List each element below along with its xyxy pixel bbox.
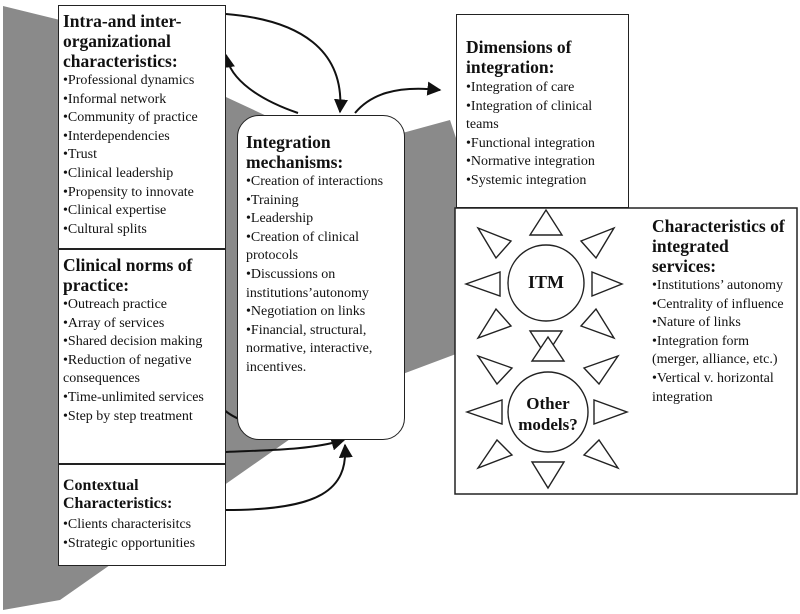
dimensions-item: •Integration of clinical teams: [466, 98, 593, 133]
clinical-norms-title: Clinical norms of practice:: [63, 255, 193, 295]
clinical-norms-item: •Step by step treatment: [63, 408, 193, 424]
clinical-norms-list: •Outreach practice •Array of services •Sha…: [63, 296, 221, 426]
dimensions-item: •Systemic integration: [466, 172, 587, 188]
clinical-norms-item: •Outreach practice: [63, 297, 168, 312]
mechanisms-title: Integration mechanisms:: [246, 132, 344, 172]
clinical-norms-item: •Time-unlimited services: [63, 389, 204, 405]
intra-inter-title: Intra-and inter-organizational character…: [63, 11, 182, 71]
intra-inter-item: •Informal network: [63, 91, 167, 107]
integrated-services-text: Characteristics of integrated services: …: [652, 216, 794, 407]
mechanisms-list: •Creation of interactions •Training •Leade…: [246, 173, 398, 378]
sun-itm: [463, 208, 624, 358]
clinical-norms-item: •Reduction of negative consequences: [63, 352, 192, 387]
mechanisms-item: •Training: [246, 192, 299, 208]
dimensions-title: Dimensions of integration:: [466, 37, 572, 77]
intra-inter-item: •Propensity to innovate: [63, 184, 194, 200]
sun-other-models: [464, 335, 630, 490]
mechanisms-box: Integration mechanisms: •Creation of int…: [237, 115, 405, 440]
funnel-shape: [3, 6, 60, 610]
integrated-services-box: [454, 207, 798, 495]
arrow-mechanisms-to-intra: [221, 53, 299, 114]
arrow-mechanisms-to-dimensions: [354, 81, 442, 114]
intra-inter-item: •Community of practice: [63, 110, 198, 126]
arrow-contextual-to-mechanisms: [225, 443, 353, 511]
mechanisms-item: •Negotiation on links: [246, 304, 366, 320]
clinical-norms-item: •Shared decision making: [63, 334, 203, 350]
integrated-services-title: Characteristics of integrated services:: [652, 216, 785, 276]
integrated-services-item: •Integration form (merger, alliance, etc…: [652, 333, 778, 368]
mechanisms-item: •Creation of clinical protocols: [246, 229, 359, 264]
integrated-services-item: •Nature of links: [652, 315, 741, 331]
other-models-label: Other models?: [518, 394, 578, 434]
mechanisms-item: •Discussions on institutions’autonomy: [246, 266, 369, 301]
dimensions-item: •Integration of care: [466, 80, 575, 95]
intra-inter-box: Intra-and inter-organizational character…: [58, 5, 226, 249]
arrow-norms-to-mechanisms: [225, 436, 346, 453]
intra-inter-item: •Clinical leadership: [63, 165, 174, 181]
dimensions-list: •Integration of care •Integration of clin…: [466, 79, 622, 191]
mechanisms-item: •Leadership: [246, 211, 314, 227]
contextual-item: •Clients characterisitcs: [63, 517, 192, 532]
contextual-title: Contextual Characteristics:: [63, 477, 173, 512]
itm-label: ITM: [528, 272, 564, 292]
integrated-services-item: •Institutions’ autonomy: [652, 278, 784, 293]
mechanisms-item: •Financial, structural, normative, inter…: [246, 322, 373, 375]
integrated-services-list: •Institutions’ autonomy •Centrality of in…: [652, 277, 794, 407]
contextual-item: •Strategic opportunities: [63, 535, 196, 551]
integrated-services-item: •Vertical v. horizontal integration: [652, 370, 774, 405]
contextual-list: •Clients characterisitcs •Strategic oppor…: [63, 516, 221, 553]
integrated-services-item: •Centrality of influence: [652, 296, 784, 312]
dimensions-box: Dimensions of integration: •Integration …: [456, 14, 629, 208]
clinical-norms-box: Clinical norms of practice: •Outreach pr…: [58, 249, 226, 464]
intra-inter-item: •Professional dynamics: [63, 73, 195, 88]
dimensions-item: •Normative integration: [466, 154, 595, 170]
arrow-intra-to-mechanisms: [225, 13, 348, 114]
intra-inter-list: •Professional dynamics •Informal network •…: [63, 72, 221, 239]
dimensions-item: •Functional integration: [466, 135, 595, 151]
contextual-box: Contextual Characteristics: •Clients cha…: [58, 464, 226, 566]
clinical-norms-item: •Array of services: [63, 315, 165, 331]
intra-inter-item: •Clinical expertise: [63, 203, 167, 219]
intra-inter-item: •Interdependencies: [63, 128, 170, 144]
mechanisms-item: •Creation of interactions: [246, 174, 384, 189]
intra-inter-item: •Cultural splits: [63, 221, 147, 237]
intra-inter-item: •Trust: [63, 147, 97, 163]
